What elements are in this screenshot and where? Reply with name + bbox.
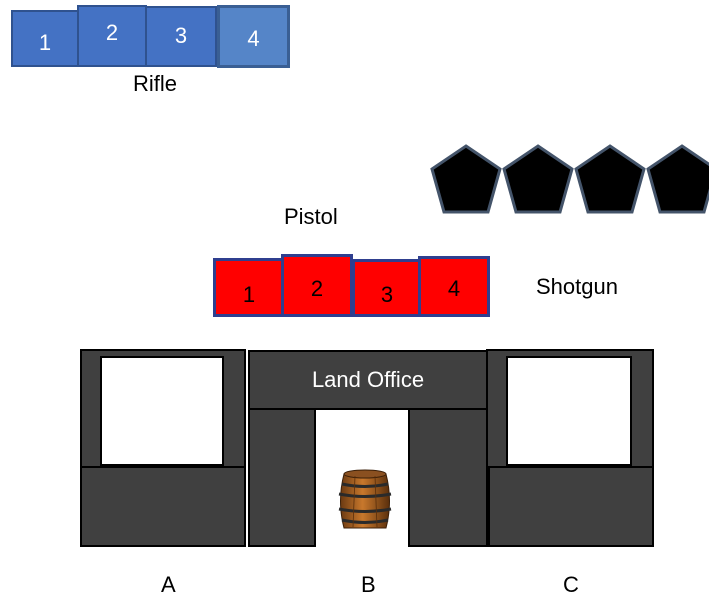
window-left [100,356,224,466]
rifle-target-4: 4 [217,5,290,68]
pistol-targets [430,144,709,214]
rifle-target-label: 2 [105,20,119,45]
rifle-label: Rifle [133,71,178,96]
shotgun-target-3: 3 [352,259,422,317]
building-right-lower [488,466,654,547]
shotgun-label: Shotgun [536,274,618,299]
rifle-target-2: 2 [77,5,147,67]
shotgun-target-4: 4 [418,256,490,317]
land-office-sign: Land Office [248,350,488,410]
barrel-icon [338,469,392,529]
pistol-target-3 [574,144,646,214]
position-label-c: C [563,572,579,597]
pistol-label: Pistol [284,204,338,229]
rifle-target-3: 3 [145,6,217,67]
building-left-lower [80,466,246,547]
rifle-target-label: 3 [174,22,188,48]
pistol-target-1 [430,144,502,214]
position-label-a: A [161,572,176,597]
rifle-target-1: 1 [11,10,79,67]
building-center-right-pillar [408,408,488,547]
building-center-left-pillar [248,408,316,547]
pistol-target-4 [646,144,709,214]
shotgun-target-label: 2 [310,276,324,301]
rifle-target-label: 4 [247,25,260,51]
shotgun-target-label: 4 [447,276,461,301]
shotgun-target-1: 1 [213,258,285,317]
shotgun-target-label: 1 [242,282,256,307]
position-label-b: B [361,572,376,597]
land-office-text: Land Office [311,367,425,392]
pistol-target-2 [502,144,574,214]
shotgun-target-label: 3 [380,282,394,307]
window-right [506,356,632,466]
rifle-target-label: 1 [38,29,52,55]
shotgun-target-2: 2 [281,254,353,317]
